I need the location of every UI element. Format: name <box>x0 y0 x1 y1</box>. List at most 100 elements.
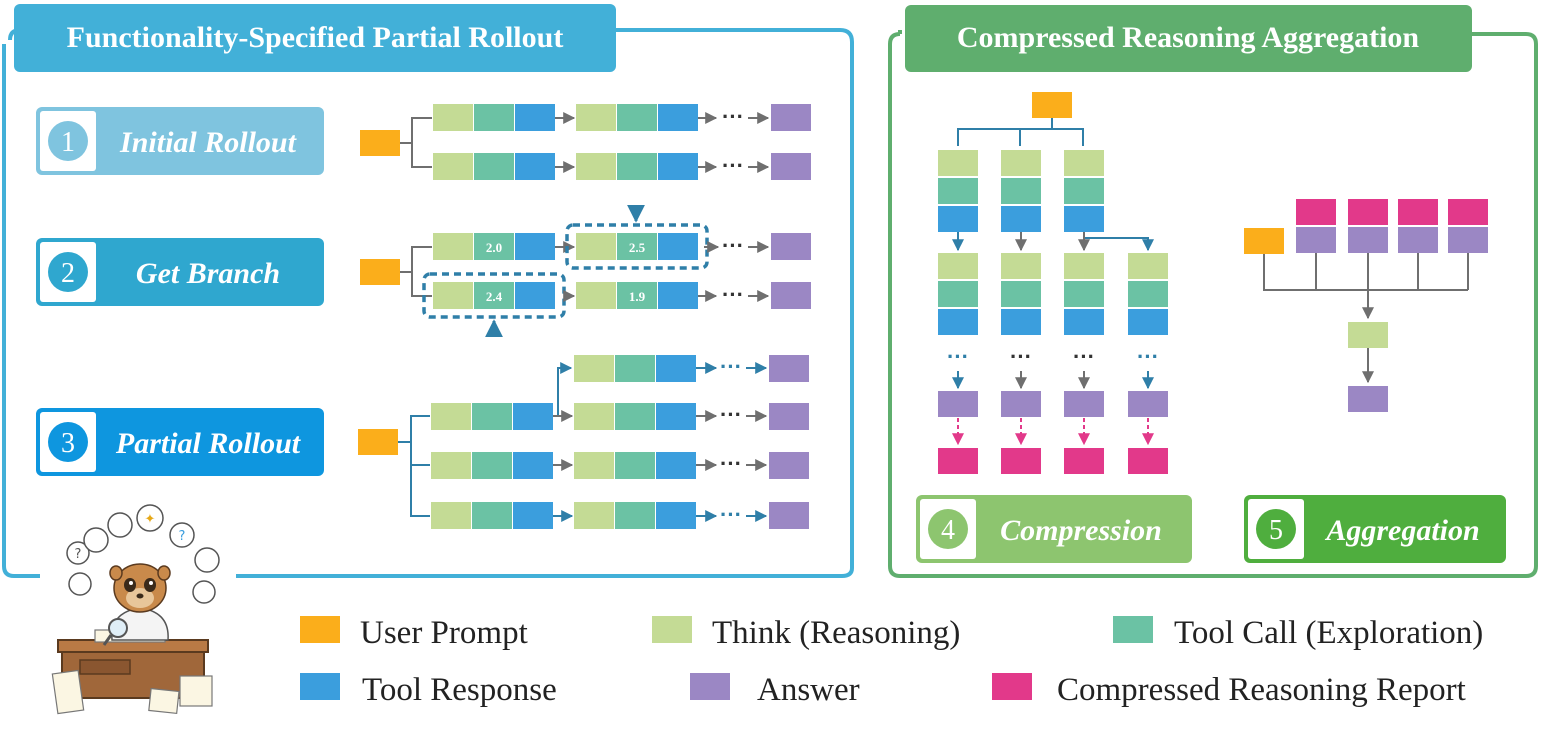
tool-response-block <box>513 502 553 529</box>
ellipsis-icon: ··· <box>1137 344 1159 369</box>
compressed-report-block <box>1448 199 1488 225</box>
tool-call-block <box>615 452 655 479</box>
think-block <box>431 403 471 430</box>
tool-call-block <box>617 104 657 131</box>
answer-block <box>1348 227 1388 253</box>
tool-response-block <box>938 309 978 335</box>
step-2-label: 2 Get Branch <box>36 238 324 306</box>
think-block <box>938 150 978 176</box>
tool-response-block <box>515 233 555 260</box>
right-panel-title-bg <box>905 5 1472 72</box>
legend-swatch <box>300 616 340 643</box>
initial-rollout-diagram: ··· ··· <box>360 104 811 180</box>
selected-branch-highlight <box>565 223 709 270</box>
tool-call-block <box>617 233 657 260</box>
think-block <box>431 502 471 529</box>
tool-response-block <box>1001 309 1041 335</box>
step-number-badge <box>928 509 968 549</box>
step-number-badge <box>48 252 88 292</box>
tool-call-block <box>472 403 512 430</box>
user-prompt-block <box>360 130 400 156</box>
tool-call-block <box>1128 281 1168 307</box>
compressed-report-block <box>1064 448 1104 474</box>
branch-connector <box>1083 232 1154 252</box>
tool-response-block <box>1064 206 1104 232</box>
answer-block <box>1448 227 1488 253</box>
aggregation-connector <box>1263 253 1469 291</box>
step-number-badge <box>1256 509 1296 549</box>
step-number-badge <box>48 422 88 462</box>
step-3-label: 3 Partial Rollout <box>36 408 324 476</box>
tool-call-block <box>474 153 514 180</box>
tool-call-block <box>615 403 655 430</box>
tool-call-block <box>938 281 978 307</box>
ellipsis-icon: ··· <box>722 104 744 129</box>
user-prompt-block <box>358 429 398 455</box>
think-block <box>1001 150 1041 176</box>
ellipsis-icon: ··· <box>722 153 744 178</box>
think-block <box>576 104 616 131</box>
svg-text:✦: ✦ <box>145 512 156 527</box>
left-panel-frame <box>2 28 854 578</box>
think-block <box>576 153 616 180</box>
legend-label: Think (Reasoning) <box>712 615 960 651</box>
think-block <box>433 233 473 260</box>
branch-connector <box>400 246 432 297</box>
answer-block <box>1128 391 1168 417</box>
think-block <box>1348 322 1388 348</box>
answer-block <box>771 233 811 260</box>
tool-response-block <box>515 282 555 309</box>
tool-call-block <box>617 282 657 309</box>
think-block <box>433 282 473 309</box>
think-block <box>433 104 473 131</box>
tool-response-block <box>515 153 555 180</box>
step-number: 4 <box>941 515 955 546</box>
think-block <box>1064 253 1104 279</box>
right-panel: Compressed Reasoning Aggregation ··· <box>888 5 1538 578</box>
user-prompt-block <box>360 259 400 285</box>
partial-branch-connector <box>553 362 573 417</box>
legend-swatch <box>992 673 1032 700</box>
ellipsis-icon: ··· <box>720 402 742 427</box>
tool-response-block <box>656 355 696 382</box>
left-panel: Functionality-Specified Partial Rollout … <box>2 4 854 578</box>
tool-call-block <box>938 178 978 204</box>
think-block <box>433 153 473 180</box>
tool-response-block <box>658 104 698 131</box>
tool-response-block <box>1064 309 1104 335</box>
compressed-report-block <box>1128 448 1168 474</box>
think-block <box>574 355 614 382</box>
tool-response-block <box>1001 206 1041 232</box>
legend-label: Tool Response <box>362 672 557 708</box>
get-branch-diagram: 2.0 2.5 ··· 2.4 1.9 ··· <box>360 204 811 338</box>
step-number: 3 <box>61 428 75 459</box>
ellipsis-icon: ··· <box>1073 344 1095 369</box>
legend-label: Tool Call (Exploration) <box>1174 615 1483 651</box>
svg-text:?: ? <box>75 547 82 562</box>
answer-block <box>1398 227 1438 253</box>
answer-block <box>769 355 809 382</box>
left-panel-title: Functionality-Specified Partial Rollout <box>67 21 564 54</box>
tool-call-block <box>472 452 512 479</box>
step-5-label: 5 Aggregation <box>1244 495 1506 563</box>
ellipsis-icon: ··· <box>1010 344 1032 369</box>
legend-label: Answer <box>757 672 860 708</box>
branch-score: 2.5 <box>629 240 646 255</box>
tool-call-block <box>615 355 655 382</box>
branch-score: 1.9 <box>629 289 646 304</box>
user-prompt-block <box>1244 228 1284 254</box>
tool-response-block <box>658 153 698 180</box>
think-block <box>1001 253 1041 279</box>
ellipsis-icon: ··· <box>947 344 969 369</box>
compressed-report-block <box>1398 199 1438 225</box>
think-block <box>574 403 614 430</box>
legend-swatch <box>652 616 692 643</box>
compressed-report-block <box>1296 199 1336 225</box>
step-title: Get Branch <box>136 257 280 290</box>
tool-response-block <box>513 452 553 479</box>
step-title: Initial Rollout <box>119 126 298 159</box>
ellipsis-icon: ··· <box>720 354 742 379</box>
step-title: Compression <box>1000 514 1162 547</box>
legend-swatch <box>1113 616 1153 643</box>
